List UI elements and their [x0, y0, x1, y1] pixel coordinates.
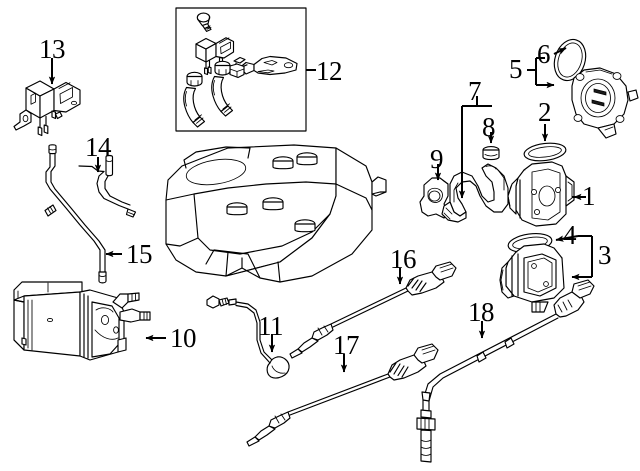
callout-4: 4 — [563, 220, 577, 250]
spark-plug-towers — [226, 152, 318, 233]
callout-17: 17 — [333, 330, 360, 360]
callout-14: 14 — [85, 132, 112, 162]
callout-13: 13 — [39, 34, 66, 64]
callout-7: 7 — [468, 76, 482, 106]
part-7-intake-hose — [441, 163, 509, 223]
callout-1: 1 — [582, 181, 596, 211]
inset-clamps — [186, 60, 245, 87]
callout-18: 18 — [468, 297, 495, 327]
inset-bracket — [233, 55, 298, 76]
callout-6: 6 — [537, 39, 551, 69]
inset-detail-group — [175, 7, 307, 132]
part-5-throttle-valve-body — [571, 67, 639, 139]
callout-15: 15 — [126, 239, 153, 269]
inset-bolt — [196, 12, 212, 32]
part-8-grommet — [482, 146, 500, 161]
callout-10: 10 — [170, 323, 197, 353]
part-2-oring-upper — [523, 142, 567, 162]
part-11-tank-pressure-sensor — [206, 295, 290, 379]
part-14-vacuum-hose-short — [78, 154, 137, 218]
part-13-pressure-sensor — [13, 80, 81, 137]
part-3-throttle-body-lower — [499, 243, 565, 313]
callout-9: 9 — [430, 144, 444, 174]
leader-lines — [48, 47, 593, 373]
callout-11: 11 — [258, 311, 284, 341]
inset-hoses — [183, 75, 234, 128]
callout-12: 12 — [316, 56, 343, 86]
callout-2: 2 — [538, 97, 552, 127]
part-17-oxygen-sensor — [246, 343, 439, 447]
part-15-purge-line — [44, 144, 107, 284]
callout-5: 5 — [509, 54, 523, 84]
engine-cover — [165, 144, 387, 283]
part-16-oxygen-sensor — [289, 261, 457, 359]
callout-3: 3 — [598, 240, 612, 270]
part-1-throttle-body-upper — [507, 161, 575, 227]
part-18-oxygen-sensor — [416, 279, 595, 463]
callout-8: 8 — [482, 112, 496, 142]
part-10-charcoal-canister — [13, 281, 151, 361]
callout-16: 16 — [390, 244, 417, 274]
inset-sensor-body — [195, 37, 235, 76]
